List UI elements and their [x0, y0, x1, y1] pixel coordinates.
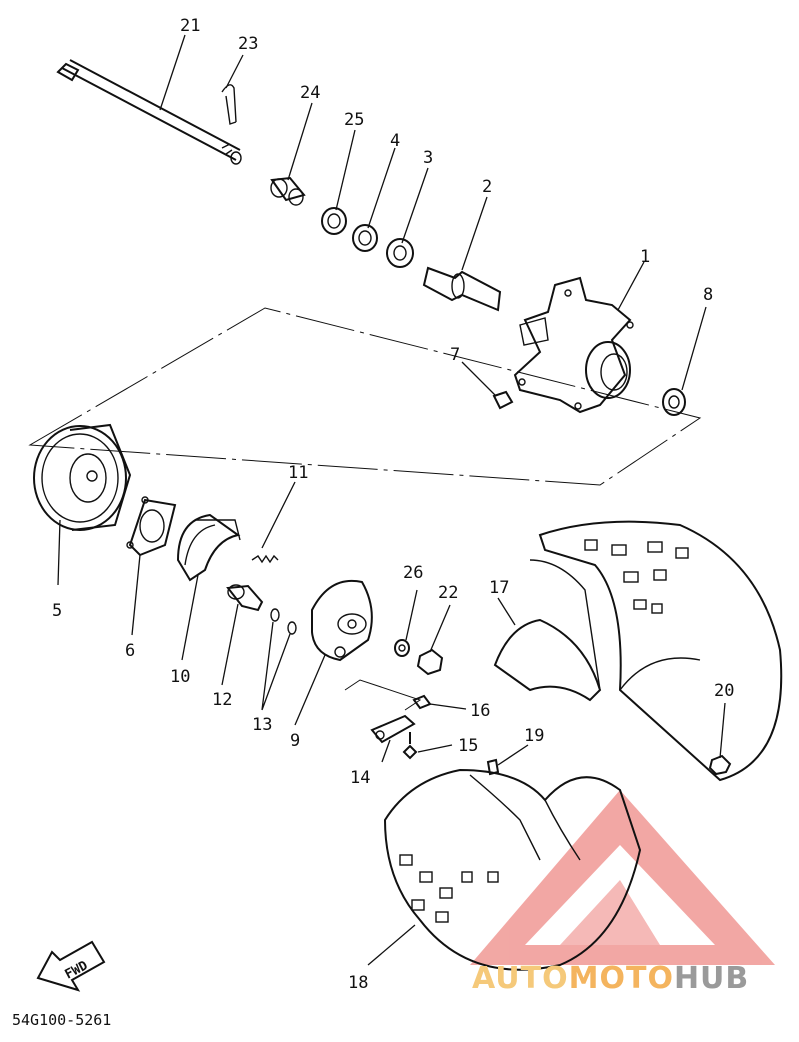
- fwd-arrow-icon: FWD: [36, 940, 106, 992]
- part-16-nut: [412, 694, 432, 710]
- part-11-spring: [251, 554, 279, 564]
- label-19: 19: [524, 726, 544, 746]
- watermark-logo-text: AUTOMOTOHUB: [472, 961, 749, 996]
- watermark-part-moto: MOTO: [569, 961, 674, 996]
- label-12: 12: [212, 690, 232, 710]
- watermark-triangle-logo: [470, 790, 775, 965]
- part-21-axle: [56, 59, 242, 165]
- label-13: 13: [252, 715, 272, 735]
- part-8-oil-seal: [662, 388, 686, 416]
- label-3: 3: [423, 148, 433, 168]
- part-1-hub: [513, 276, 634, 414]
- part-18-tire-lower: [383, 768, 642, 971]
- label-16: 16: [470, 701, 490, 721]
- part-6-gasket: [126, 496, 177, 557]
- part-22-nut: [416, 648, 444, 676]
- label-18: 18: [348, 973, 368, 993]
- label-5: 5: [52, 601, 62, 621]
- part-10-brake-shoe: [176, 513, 241, 582]
- label-22: 22: [438, 583, 458, 603]
- part-23-cotter-pin: [221, 84, 237, 125]
- label-23: 23: [238, 34, 258, 54]
- part-2-spacer: [422, 266, 502, 312]
- label-24: 24: [300, 83, 320, 103]
- svg-text:AUTOMOTOHUB: AUTOMOTOHUB: [472, 961, 749, 996]
- part-19-valve: [486, 758, 500, 776]
- part-4-bearing: [352, 224, 378, 252]
- callout-lines: [57, 34, 726, 966]
- label-9: 9: [290, 731, 300, 751]
- label-21: 21: [180, 16, 200, 36]
- watermark-part-hub: HUB: [674, 961, 749, 996]
- label-8: 8: [703, 285, 713, 305]
- part-17-tire-upper: [493, 520, 783, 782]
- part-3-oil-seal: [386, 238, 414, 268]
- diagram-code: 54G100-5261: [12, 1011, 111, 1029]
- label-7: 7: [450, 345, 460, 365]
- part-26-washer: [394, 639, 410, 657]
- part-20-nut: [708, 754, 732, 776]
- part-9-brake-plate: [311, 579, 373, 662]
- part-12-camshaft: [226, 584, 264, 612]
- label-17: 17: [489, 578, 509, 598]
- part-24-collar: [270, 176, 306, 206]
- part-14-cam-lever: [370, 714, 416, 744]
- label-25: 25: [344, 110, 364, 130]
- label-4: 4: [390, 131, 400, 151]
- label-10: 10: [170, 667, 190, 687]
- part-15-bolt: [402, 732, 418, 760]
- part-13-o-rings: [270, 608, 297, 635]
- fwd-label: FWD: [63, 958, 91, 982]
- label-6: 6: [125, 641, 135, 661]
- part-7-nut: [492, 390, 514, 410]
- label-14: 14: [350, 768, 370, 788]
- part-labels: 21 23 24 25 4 3 2 1 8 7 11 5 6 10 12 13 …: [52, 16, 734, 993]
- label-26: 26: [403, 563, 423, 583]
- label-11: 11: [288, 463, 308, 483]
- label-15: 15: [458, 736, 478, 756]
- part-5-brake-drum: [33, 423, 132, 531]
- part-25-bearing: [321, 207, 347, 235]
- label-20: 20: [714, 681, 734, 701]
- label-1: 1: [640, 247, 650, 267]
- label-2: 2: [482, 177, 492, 197]
- watermark-part-auto: AUTO: [472, 961, 569, 996]
- assembly-outline: [28, 307, 702, 711]
